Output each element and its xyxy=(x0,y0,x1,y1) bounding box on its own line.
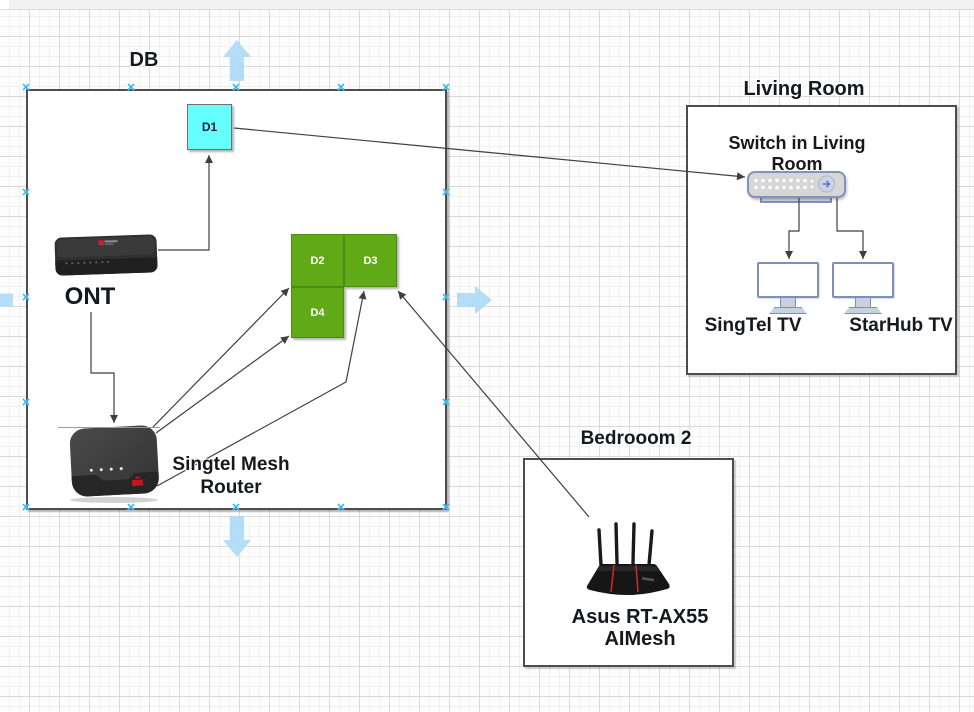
tv-screen xyxy=(757,262,819,298)
mesh-router-icon[interactable] xyxy=(64,424,164,504)
db-title[interactable]: DB xyxy=(129,49,159,71)
asus-wifi-router-icon[interactable] xyxy=(584,517,672,601)
tv-neck xyxy=(855,298,871,307)
scrollbar-corner xyxy=(0,0,9,9)
switch-body xyxy=(747,171,846,198)
connection-point-marker[interactable]: ✕ xyxy=(441,292,451,305)
tv-base xyxy=(769,307,807,314)
switch-label[interactable]: Switch in Living Room xyxy=(728,133,866,174)
hover-arrow-down[interactable] xyxy=(223,516,251,557)
hover-arrow-right[interactable] xyxy=(457,286,492,314)
hover-arrow-up[interactable] xyxy=(223,40,251,81)
singtel-tv-label[interactable]: SingTel TV xyxy=(704,315,802,336)
connection-point-marker[interactable]: ✕ xyxy=(336,502,346,515)
node-d1[interactable]: D1 xyxy=(187,104,232,150)
hover-arrow-left[interactable] xyxy=(0,293,13,307)
starhub-tv-label[interactable]: StarHub TV xyxy=(849,315,953,336)
node-d4[interactable]: D4 xyxy=(291,287,344,338)
connection-point-marker[interactable]: ✕ xyxy=(231,502,241,515)
mesh-router-label[interactable]: Singtel Mesh Router xyxy=(172,454,290,498)
connection-point-marker[interactable]: ✕ xyxy=(21,502,31,515)
horizontal-scrollbar[interactable] xyxy=(0,0,974,10)
connection-point-marker[interactable]: ✕ xyxy=(126,502,136,515)
connection-point-marker[interactable]: ✕ xyxy=(21,82,31,95)
tv-screen xyxy=(832,262,894,298)
connection-point-marker[interactable]: ✕ xyxy=(441,502,451,515)
node-d2[interactable]: D2 xyxy=(291,234,344,287)
ont-label[interactable]: ONT xyxy=(64,283,116,310)
connection-point-marker[interactable]: ✕ xyxy=(21,397,31,410)
connection-point-marker[interactable]: ✕ xyxy=(21,292,31,305)
network-switch-icon[interactable] xyxy=(747,171,846,205)
connection-point-marker[interactable]: ✕ xyxy=(441,82,451,95)
connection-point-marker[interactable]: ✕ xyxy=(126,82,136,95)
ont-device-icon[interactable] xyxy=(50,228,162,280)
connection-point-marker[interactable]: ✕ xyxy=(231,82,241,95)
connection-point-marker[interactable]: ✕ xyxy=(336,82,346,95)
asus-router-label[interactable]: Asus RT-AX55 AIMesh xyxy=(571,606,709,650)
connection-point-marker[interactable]: ✕ xyxy=(21,187,31,200)
tv-neck xyxy=(780,298,796,307)
connection-point-marker[interactable]: ✕ xyxy=(441,187,451,200)
living-room-title[interactable]: Living Room xyxy=(743,78,865,100)
node-d3[interactable]: D3 xyxy=(344,234,397,287)
bedroom2-title[interactable]: Bedrooom 2 xyxy=(580,428,692,449)
tv-base xyxy=(844,307,882,314)
starhub-tv-monitor-icon[interactable] xyxy=(832,262,894,314)
singtel-tv-monitor-icon[interactable] xyxy=(757,262,819,314)
connection-point-marker[interactable]: ✕ xyxy=(441,397,451,410)
